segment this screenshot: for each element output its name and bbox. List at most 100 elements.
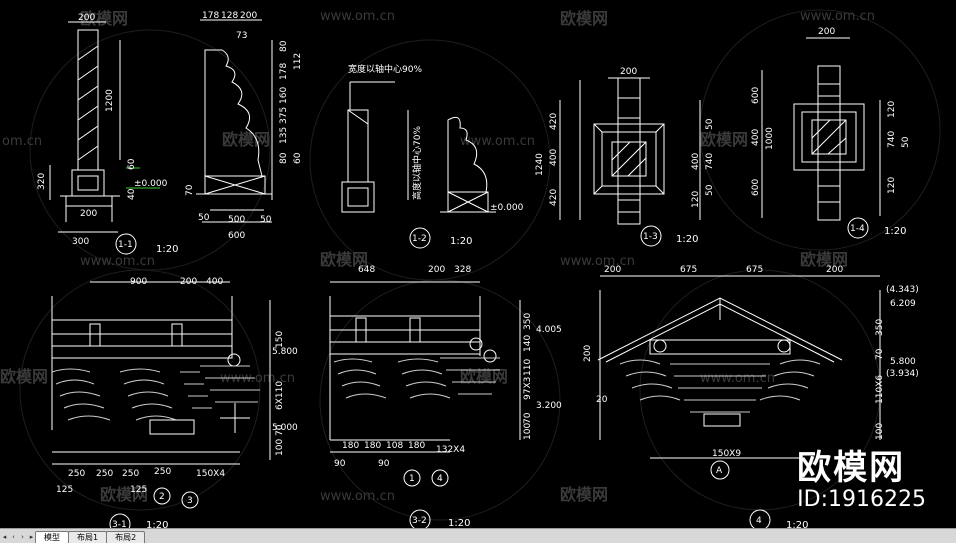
svg-text:900: 900 [130,277,147,287]
svg-text:宽度以轴中心90%: 宽度以轴中心90% [348,63,422,75]
tab-prev-icon[interactable]: ‹ [12,533,15,541]
svg-text:1:20: 1:20 [450,236,472,247]
tab-layout-2[interactable]: 布局2 [106,531,146,543]
svg-text:740: 740 [705,153,715,170]
svg-text:1-2: 1-2 [412,234,427,244]
svg-text:50: 50 [705,118,715,130]
svg-text:6.209: 6.209 [890,299,916,309]
svg-text:600: 600 [751,87,761,104]
svg-text:高度以轴中心70%: 高度以轴中心70% [411,126,423,200]
svg-text:200: 200 [818,27,835,37]
svg-text:200: 200 [240,11,257,21]
tab-model[interactable]: 模型 [35,531,69,543]
svg-text:欧模网: 欧模网 [460,367,508,386]
svg-text:A: A [716,466,723,476]
svg-text:420: 420 [549,113,559,130]
svg-text:350: 350 [875,319,885,336]
svg-text:200: 200 [80,209,97,219]
svg-text:www.om.cn: www.om.cn [320,489,395,504]
svg-text:200: 200 [604,265,621,275]
svg-text:60: 60 [127,158,137,170]
svg-text:200: 200 [78,13,95,23]
svg-text:3: 3 [187,496,193,506]
svg-text:www.om.cn: www.om.cn [800,9,875,24]
svg-text:欧模网: 欧模网 [560,485,608,504]
svg-text:6X110: 6X110 [275,381,285,410]
detail-4 [597,275,881,459]
svg-text:110X6: 110X6 [875,375,885,404]
tab-next-icon[interactable]: › [21,533,24,541]
tab-last-icon[interactable]: ▸ [29,533,34,541]
svg-text:40: 40 [127,188,137,200]
svg-text:1-4: 1-4 [850,224,865,234]
svg-text:欧模网: 欧模网 [320,250,368,269]
brand-watermark: 欧模网 ID:1916225 [797,440,926,512]
svg-text:100: 100 [523,423,533,440]
detail-1-1 [49,21,160,233]
svg-text:1-3: 1-3 [643,232,658,242]
svg-text:200: 200 [583,345,593,362]
brand-name: 欧模网 [797,448,906,488]
detail-3-2 [329,281,521,453]
svg-text:1:20: 1:20 [786,520,808,528]
svg-text:73: 73 [236,31,247,41]
svg-text:400: 400 [691,153,701,170]
svg-text:欧模网: 欧模网 [100,485,148,504]
svg-text:128: 128 [221,11,238,21]
svg-text:200: 200 [620,67,637,77]
svg-text:180: 180 [408,441,425,451]
svg-text:50: 50 [901,136,911,148]
svg-text:2: 2 [159,492,165,502]
svg-text:108: 108 [386,441,403,451]
svg-text:150: 150 [275,331,285,348]
svg-text:70: 70 [275,424,285,436]
svg-text:欧模网: 欧模网 [222,130,270,149]
svg-text:70: 70 [523,412,533,424]
svg-text:250: 250 [154,467,171,477]
svg-text:320: 320 [37,173,47,190]
tab-first-icon[interactable]: ◂ [2,533,7,541]
svg-text:97X3: 97X3 [523,377,533,400]
detail-1-2-section-labels: 宽度以轴中心90% 高度以轴中心70% ±0.000 1-2 1:20 [348,63,524,249]
svg-text:600: 600 [228,231,245,241]
svg-text:125: 125 [130,485,147,495]
svg-text:50: 50 [260,215,272,225]
svg-text:100: 100 [275,439,285,456]
svg-text:5.800: 5.800 [272,347,298,357]
svg-text:120: 120 [887,101,897,118]
svg-text:328: 328 [454,265,471,275]
svg-text:1:20: 1:20 [676,234,698,245]
tab-layout-1[interactable]: 布局1 [68,531,108,543]
svg-text:500: 500 [228,215,245,225]
svg-text:www.om.cn: www.om.cn [220,371,295,386]
svg-text:1: 1 [409,474,415,484]
svg-text:1-1: 1-1 [118,240,133,250]
detail-1-1-labels: 200 1200 320 60 40 ±0.000 200 300 1-1 1:… [37,13,178,255]
svg-text:欧模网: 欧模网 [560,9,608,28]
svg-text:www.om.cn: www.om.cn [460,134,535,149]
svg-text:400: 400 [549,149,559,166]
cad-drawing-canvas[interactable]: 欧模网 www.om.cn 欧模网 www.om.cn om.cn 欧模网 ww… [0,0,956,528]
svg-text:1:20: 1:20 [448,518,470,528]
svg-text:www.om.cn: www.om.cn [560,254,635,269]
svg-text:om.cn: om.cn [2,134,42,149]
svg-text:178: 178 [279,63,289,80]
svg-text:140: 140 [523,335,533,352]
svg-text:3.200: 3.200 [536,401,562,411]
svg-text:90: 90 [378,459,390,469]
svg-text:420: 420 [549,189,559,206]
svg-text:120: 120 [691,191,701,208]
svg-text:70: 70 [185,184,195,196]
svg-text:200: 200 [826,265,843,275]
svg-text:3-2: 3-2 [412,516,427,526]
svg-text:90: 90 [334,459,346,469]
watermarks: 欧模网 www.om.cn 欧模网 www.om.cn om.cn 欧模网 ww… [0,9,875,504]
svg-text:250: 250 [122,469,139,479]
svg-text:648: 648 [358,265,375,275]
svg-text:4: 4 [756,516,762,526]
svg-text:740: 740 [887,131,897,148]
svg-text:100: 100 [875,423,885,440]
svg-text:125: 125 [56,485,73,495]
svg-text:(3.934): (3.934) [886,369,919,379]
crosshair-cursor-icon [220,403,250,433]
